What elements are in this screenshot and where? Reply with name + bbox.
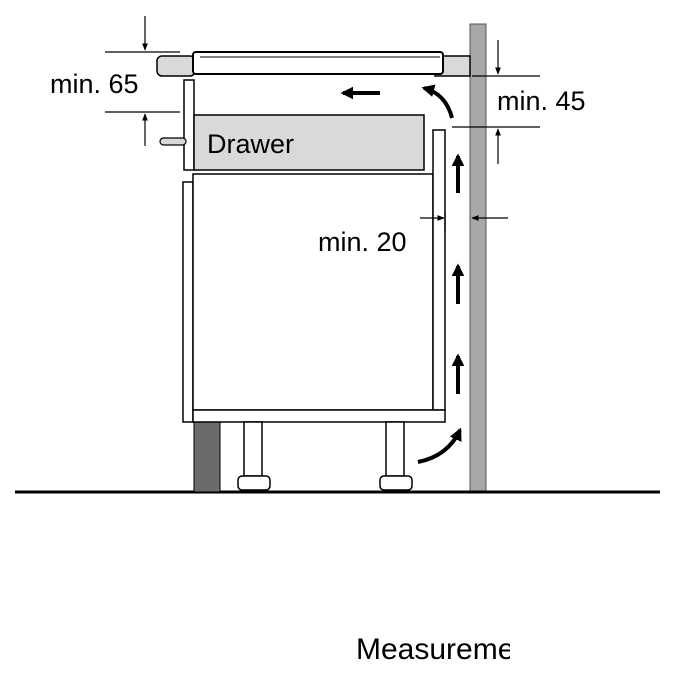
worktop-left	[156, 55, 196, 77]
foot-left-leg	[243, 421, 263, 477]
airflow-curve-bottom-icon	[417, 427, 462, 464]
cabinet-inner	[192, 173, 434, 411]
caption-mask	[510, 633, 670, 669]
drawer	[193, 114, 425, 171]
foot-left-base	[237, 475, 271, 491]
drawer-label: Drawer	[207, 129, 294, 159]
cabinet-bottom	[192, 409, 446, 423]
cabinet-upper-panel	[183, 79, 195, 171]
foot-right-leg	[385, 421, 405, 477]
cabinet-back-panel	[432, 129, 446, 411]
plinth	[193, 421, 221, 493]
cooktop	[192, 51, 444, 75]
dim-45-label: min. 45	[497, 86, 586, 116]
foot-right-base	[379, 475, 413, 491]
airflow-curve-top-icon	[421, 84, 454, 119]
dim-20-label: min. 20	[318, 227, 407, 257]
drawer-knob	[159, 137, 187, 146]
wall	[469, 23, 487, 493]
caption: Measureme	[356, 633, 515, 666]
dim-65-label: min. 65	[50, 69, 139, 99]
cabinet-side	[182, 181, 194, 423]
